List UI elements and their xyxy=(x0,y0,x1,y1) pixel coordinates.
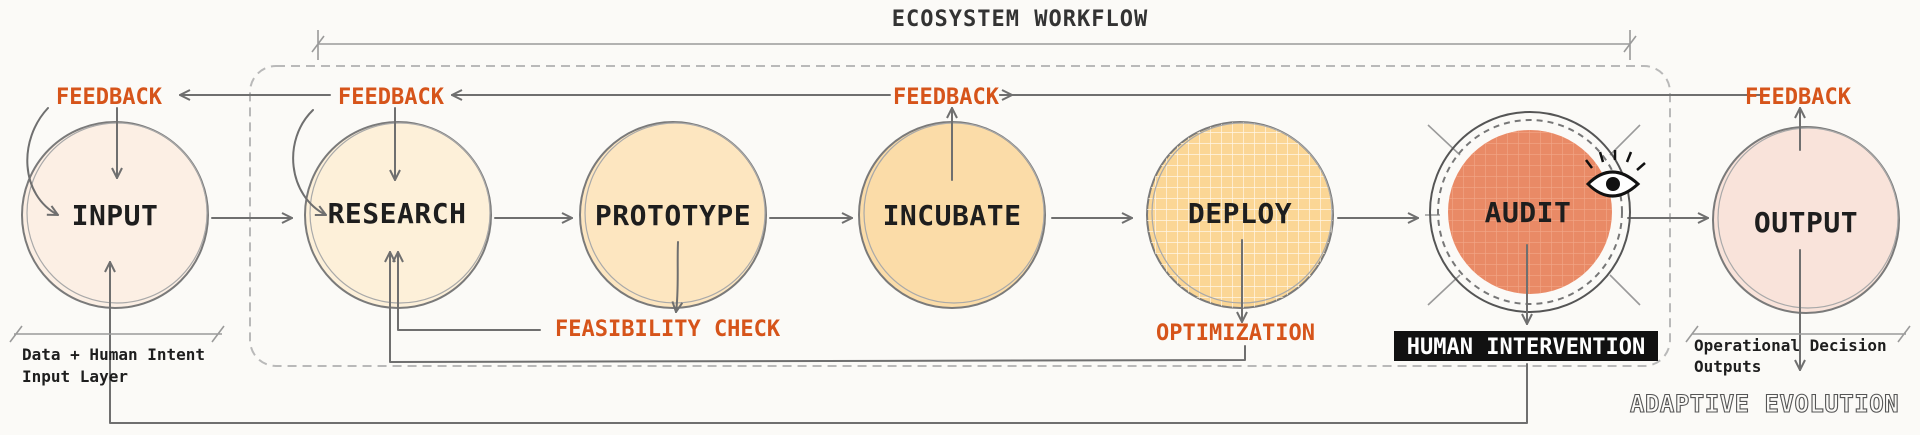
node-output: OUTPUT xyxy=(1712,126,1900,314)
input-layer-line1: Data + Human Intent xyxy=(22,345,205,364)
human-intervention-box xyxy=(1394,331,1658,361)
output-bracket xyxy=(1685,325,1911,343)
node-input: INPUT xyxy=(21,121,209,309)
eye-icon xyxy=(1585,150,1646,198)
node-audit: AUDIT xyxy=(1425,111,1641,313)
input-label: INPUT xyxy=(72,199,159,232)
feedback-label-incubate: FEEDBACK xyxy=(893,85,1000,110)
adaptive-evolution-label: ADAPTIVE EVOLUTION xyxy=(1630,390,1899,418)
node-deploy: DEPLOY xyxy=(1146,121,1334,309)
optimization-label: OPTIMIZATION xyxy=(1156,321,1315,346)
output-label: OUTPUT xyxy=(1754,206,1858,239)
diagram-title: ECOSYSTEM WORKFLOW xyxy=(892,7,1148,32)
adaptive-evolution-loop xyxy=(110,261,1528,424)
feedback-curve-input xyxy=(26,107,58,215)
feasibility-loop-down xyxy=(676,241,678,312)
research-label: RESEARCH xyxy=(328,197,467,230)
feasibility-return-line xyxy=(398,251,541,331)
human-intervention-label: HUMAN INTERVENTION xyxy=(1407,335,1645,360)
node-research: RESEARCH xyxy=(304,121,492,309)
outputs-note-line2: Outputs xyxy=(1694,357,1761,376)
feasibility-check-label: FEASIBILITY CHECK xyxy=(555,317,781,342)
title-bracket-left-tick xyxy=(311,30,325,60)
incubate-label: INCUBATE xyxy=(883,199,1022,232)
feedback-label-input: FEEDBACK xyxy=(56,85,163,110)
ecosystem-boundary xyxy=(249,65,1671,367)
feedback-label-output: FEEDBACK xyxy=(1745,85,1852,110)
prototype-label: PROTOTYPE xyxy=(595,199,751,232)
feedback-label-research: FEEDBACK xyxy=(338,85,445,110)
input-bracket xyxy=(9,325,225,343)
feedback-curve-research xyxy=(292,109,326,215)
outputs-note-line1: Operational Decision xyxy=(1694,336,1887,355)
node-prototype: PROTOTYPE xyxy=(579,121,767,309)
deploy-label: DEPLOY xyxy=(1188,197,1292,230)
title-bracket-right-tick xyxy=(1623,30,1637,60)
audit-label: AUDIT xyxy=(1485,196,1572,229)
input-layer-line2: Input Layer xyxy=(22,367,128,386)
optimization-return-line xyxy=(390,251,1246,363)
